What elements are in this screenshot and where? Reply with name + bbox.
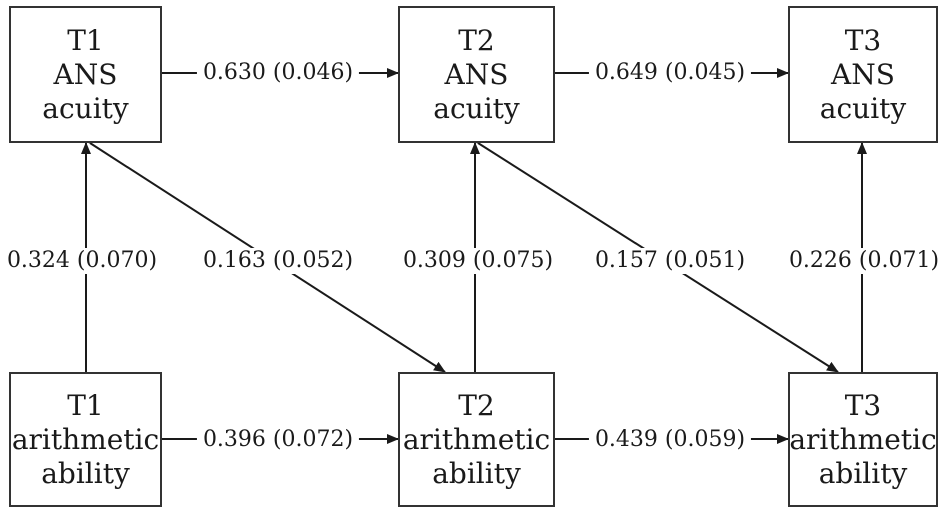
node-line: arithmetic	[789, 422, 937, 456]
coef-t2ans-t3arith: 0.157 (0.051)	[588, 248, 752, 274]
node-line: ability	[432, 456, 521, 490]
node-t1-ans-acuity: T1 ANS acuity	[9, 6, 162, 143]
node-line: T3	[844, 23, 882, 57]
node-line: arithmetic	[402, 422, 551, 456]
coef-t2-correlation: 0.309 (0.075)	[396, 248, 560, 274]
node-line: arithmetic	[11, 422, 160, 456]
node-line: acuity	[42, 91, 129, 125]
node-line: ANS	[53, 57, 118, 91]
coef-t1-t2-arith: 0.396 (0.072)	[196, 427, 360, 453]
node-line: T1	[67, 23, 104, 57]
node-line: acuity	[819, 91, 907, 125]
node-line: ANS	[831, 57, 895, 91]
node-line: T3	[844, 388, 882, 422]
node-line: T2	[458, 388, 495, 422]
node-t3-arithmetic-ability: T3 arithmetic ability	[788, 372, 938, 507]
coef-t1ans-t2arith: 0.163 (0.052)	[196, 248, 360, 274]
node-t1-arithmetic-ability: T1 arithmetic ability	[9, 372, 162, 507]
coef-t3-correlation: 0.226 (0.071)	[782, 248, 946, 274]
coef-t2-t3-ans: 0.649 (0.045)	[588, 60, 752, 86]
node-line: acuity	[433, 91, 520, 125]
coef-t1-t2-ans: 0.630 (0.046)	[196, 60, 360, 86]
coef-t2-t3-arith: 0.439 (0.059)	[588, 427, 752, 453]
node-line: ANS	[444, 57, 509, 91]
node-line: T1	[67, 388, 104, 422]
coef-t1-correlation: 0.324 (0.070)	[0, 248, 164, 274]
node-t2-ans-acuity: T2 ANS acuity	[398, 6, 555, 143]
node-t3-ans-acuity: T3 ANS acuity	[788, 6, 938, 143]
node-line: T2	[458, 23, 495, 57]
node-line: ability	[818, 456, 908, 490]
node-line: ability	[41, 456, 130, 490]
node-t2-arithmetic-ability: T2 arithmetic ability	[398, 372, 555, 507]
